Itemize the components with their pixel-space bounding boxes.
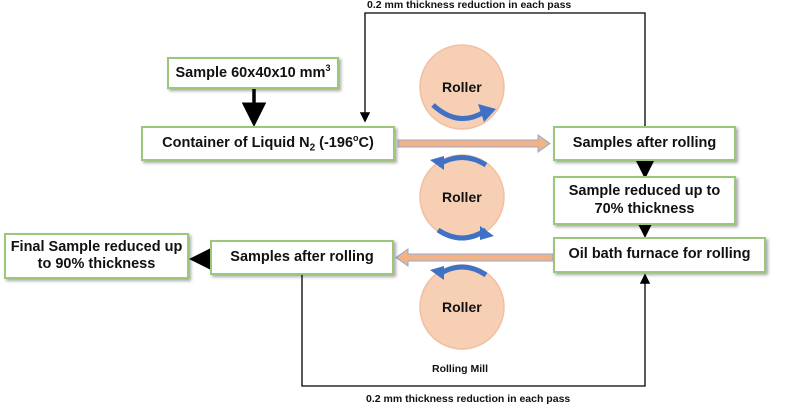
rolling-mill-label: Rolling Mill xyxy=(432,363,488,375)
roller-middle xyxy=(419,154,505,241)
sample-size-text: Sample 60x40x10 mm xyxy=(175,65,326,82)
samples-after-rolling-left-box: Samples after rolling xyxy=(210,240,394,275)
roller-label-middle: Roller xyxy=(442,189,482,205)
flow-arrow-left xyxy=(395,248,554,267)
samples-after-rolling-left-text: Samples after rolling xyxy=(230,248,374,265)
samples-after-rolling-right-text: Samples after rolling xyxy=(572,134,717,151)
top-thickness-note: 0.2 mm thickness reduction in each pass xyxy=(367,0,572,11)
roller-bottom xyxy=(419,264,505,350)
roller-label-bottom: Roller xyxy=(442,299,482,315)
samples-after-rolling-right-box: Samples after rolling xyxy=(553,126,736,161)
container-text-pre: Container of Liquid N xyxy=(162,134,310,151)
sample-reduced-70-box: Sample reduced up to 70% thickness xyxy=(553,176,736,225)
oil-bath-furnace-text: Oil bath furnace for rolling xyxy=(568,246,751,263)
container-text-mid: (-196 xyxy=(315,134,354,151)
sample-reduced-70-text: Sample reduced up to 70% thickness xyxy=(568,183,721,217)
container-text-sup: o xyxy=(353,132,359,143)
bottom-thickness-note: 0.2 mm thickness reduction in each pass xyxy=(366,393,571,405)
container-text-sub: 2 xyxy=(309,142,316,154)
container-text-post: C) xyxy=(358,134,374,151)
final-sample-box: Final Sample reduced up to 90% thickness xyxy=(4,233,189,279)
top-loop-connector xyxy=(359,12,646,127)
roller-rotation-arrow-icon xyxy=(431,103,486,122)
final-sample-text: Final Sample reduced up to 90% thickness xyxy=(10,238,183,272)
roller-label-top: Roller xyxy=(442,79,482,95)
sample-size-sup: 3 xyxy=(325,63,331,74)
liquid-nitrogen-container-box: Container of Liquid N2 (-196oC) xyxy=(141,126,395,161)
bottom-loop-connector xyxy=(301,272,651,387)
roller-top xyxy=(419,44,505,130)
flow-arrow-right xyxy=(397,134,551,153)
sample-size-box: Sample 60x40x10 mm3 xyxy=(167,57,339,89)
oil-bath-furnace-box: Oil bath furnace for rolling xyxy=(553,237,766,273)
